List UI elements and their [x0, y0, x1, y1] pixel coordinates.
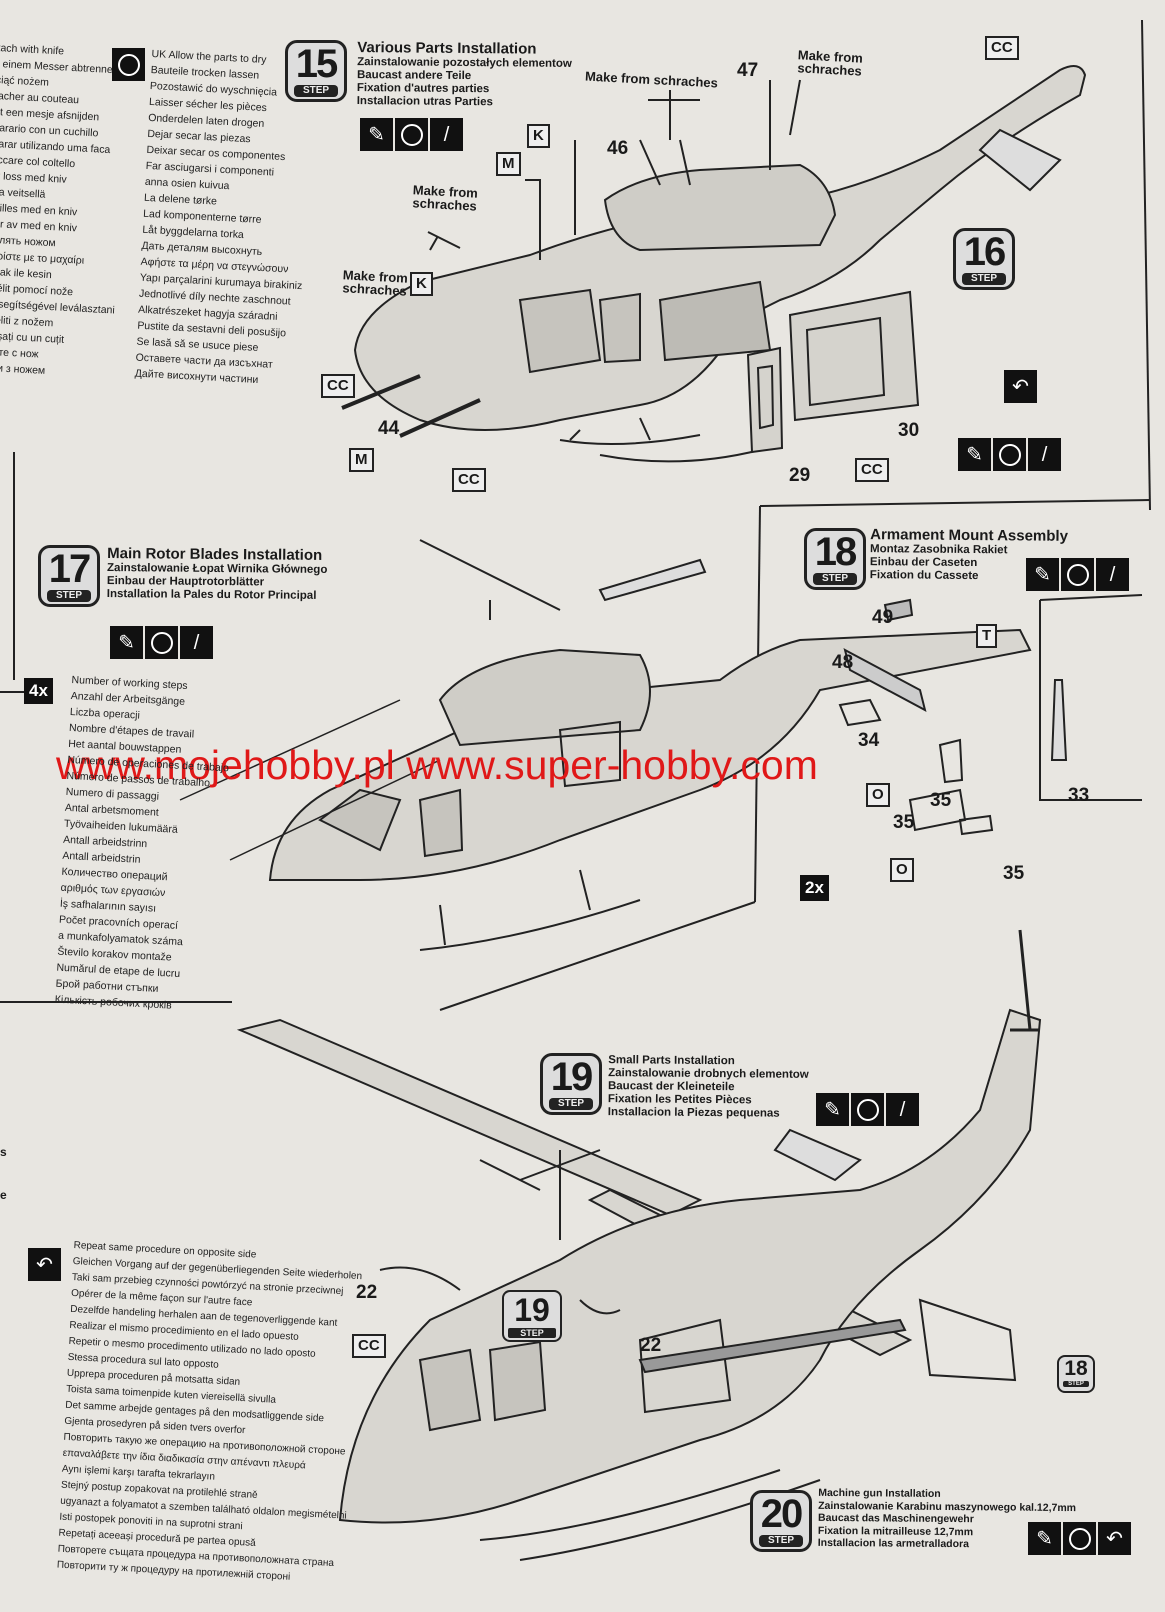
watermark-text: www.mojehobby.pl www.super-hobby.com: [56, 742, 818, 788]
step-label: STEP: [962, 273, 1006, 285]
part-number-22: 22: [356, 1282, 378, 1303]
glue-icon: ✎: [958, 438, 991, 471]
part-tag-cc: CC: [855, 458, 889, 482]
part-tag-cc: CC: [452, 468, 486, 492]
rotate-opposite-side-icon: ↶: [1098, 1522, 1131, 1555]
step-16-badge: 16 STEP: [953, 228, 1015, 290]
step-label: STEP: [759, 1535, 803, 1547]
working-steps-legend: Number of working steps Anzahl der Arbei…: [54, 672, 233, 1016]
part-number-46: 46: [607, 138, 629, 159]
cut-with-knife-legend: tach with knife t einem Messer abtrennen…: [0, 40, 129, 382]
part-number-34: 34: [858, 730, 880, 751]
step-number: 18: [1064, 1357, 1088, 1380]
clock-icon: [1063, 1522, 1096, 1555]
step-20-tools: ✎ ↶: [1028, 1522, 1131, 1555]
step-title-main: Armament Mount Assembly: [870, 526, 1069, 545]
glue-icon: ✎: [816, 1093, 849, 1126]
step-label: STEP: [47, 590, 91, 602]
part-tag-cc: CC: [352, 1334, 386, 1358]
part-number-29: 29: [789, 465, 811, 486]
part-tag-t: T: [976, 624, 998, 648]
step-number: 20: [760, 1492, 804, 1536]
step-17-tools: ✎ /: [110, 626, 213, 659]
step-19-tools: ✎ /: [816, 1093, 919, 1126]
step-20-badge: 20 STEP: [750, 1490, 812, 1552]
step-title-line: Installacion la Piezas pequenas: [607, 1106, 780, 1120]
glue-icon: ✎: [110, 626, 143, 659]
clock-icon: [993, 438, 1026, 471]
brush-icon: /: [1096, 558, 1129, 591]
step-18-badge: 18 STEP: [804, 528, 866, 590]
step-19-badge: 19 STEP: [540, 1053, 602, 1115]
step-19-callout-badge: 19 STEP: [502, 1290, 562, 1342]
step-title-main: Various Parts Installation: [357, 39, 537, 58]
step-17-title: Main Rotor Blades Installation Zainstalo…: [107, 545, 328, 603]
part-number-35: 35: [893, 812, 915, 833]
brush-icon: /: [1028, 438, 1061, 471]
clock-icon: [112, 48, 145, 81]
part-number-33: 33: [1068, 785, 1090, 806]
rotate-opposite-side-icon: ↶: [28, 1248, 61, 1281]
step-17-badge: 17 STEP: [38, 545, 100, 607]
clock-icon: [395, 118, 428, 151]
part-tag-cc: CC: [985, 36, 1019, 60]
part-number-35: 35: [930, 790, 952, 811]
step-15-title: Various Parts Installation Zainstalowani…: [357, 39, 572, 110]
step-label: STEP: [294, 85, 338, 97]
clock-icon: [1061, 558, 1094, 591]
step-number: 19: [514, 1292, 550, 1328]
step-number: 16: [963, 230, 1007, 274]
make-from-schraches-note: Make from schraches: [797, 47, 864, 79]
part-tag-cc: CC: [321, 374, 355, 398]
multiplier-2x: 2x: [800, 875, 829, 901]
part-tag-o: O: [890, 858, 914, 882]
part-number-30: 30: [898, 420, 920, 441]
step-number: 15: [295, 42, 339, 86]
part-number-47: 47: [737, 60, 759, 81]
step-title-main: Main Rotor Blades Installation: [107, 545, 323, 564]
rotate-opposite-side-icon: ↶: [1004, 370, 1037, 403]
make-from-schraches-note: Make from schraches: [342, 267, 409, 299]
step-15-tools: ✎ /: [360, 118, 463, 151]
step-number: 18: [814, 530, 858, 574]
margin-letter: s: [0, 1145, 7, 1159]
step-18-callout-badge: 18 STEP: [1057, 1355, 1095, 1393]
brush-icon: /: [430, 118, 463, 151]
glue-icon: ✎: [1026, 558, 1059, 591]
step-title-line: Installacion utras Parties: [356, 95, 493, 109]
part-number-49: 49: [872, 607, 894, 628]
step-18-tools: ✎ /: [1026, 558, 1129, 591]
step-label: STEP: [508, 1328, 556, 1338]
opposite-side-legend: Repeat same procedure on opposite side G…: [56, 1238, 363, 1589]
part-tag-k: K: [527, 124, 550, 148]
step-label: STEP: [1063, 1381, 1089, 1387]
part-tag-k: K: [410, 272, 433, 296]
make-from-schraches-note: Make from schraches: [412, 182, 479, 214]
glue-icon: ✎: [360, 118, 393, 151]
margin-letter: e: [0, 1188, 7, 1202]
part-tag-m: M: [349, 448, 374, 472]
multiplier-4x: 4x: [24, 678, 53, 704]
part-tag-m: M: [496, 152, 521, 176]
part-number-44: 44: [378, 418, 400, 439]
part-number-48: 48: [832, 652, 854, 673]
step-15-badge: 15 STEP: [285, 40, 347, 102]
clock-icon: [145, 626, 178, 659]
step-16-tools: ✎ /: [958, 438, 1061, 471]
step-number: 19: [550, 1055, 594, 1099]
step-label: STEP: [813, 573, 857, 585]
step-label: STEP: [549, 1098, 593, 1110]
part-number-22: 22: [640, 1335, 662, 1356]
part-number-35: 35: [1003, 863, 1025, 884]
clock-icon: [851, 1093, 884, 1126]
step-number: 17: [48, 547, 92, 591]
step-title-line: Installation la Pales du Rotor Principal: [106, 588, 317, 602]
step-19-title: Small Parts Installation Zainstalowanie …: [608, 1054, 809, 1121]
brush-icon: /: [180, 626, 213, 659]
glue-icon: ✎: [1028, 1522, 1061, 1555]
part-tag-o: O: [866, 783, 890, 807]
brush-icon: /: [886, 1093, 919, 1126]
